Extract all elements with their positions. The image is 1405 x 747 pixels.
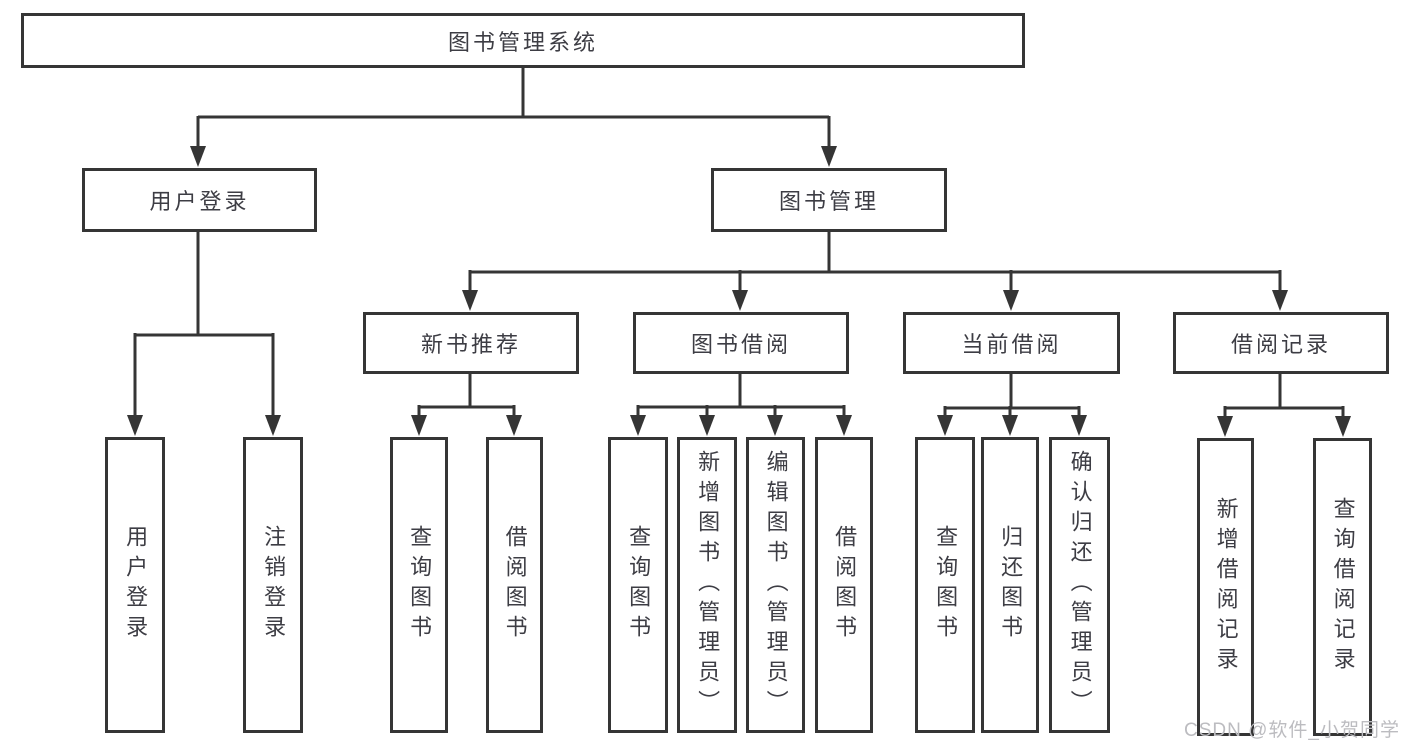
leaf-br-add-record: 新增借阅记录 xyxy=(1197,438,1254,736)
leaf-user-login-label: 用户登录 xyxy=(123,525,149,645)
edges-borrow-record-children xyxy=(1217,373,1351,437)
csdn-watermark: CSDN @软件_小贺同学 xyxy=(1184,720,1400,741)
node-new-book-recommend-label: 新书推荐 xyxy=(420,332,521,357)
leaf-cb-return-book: 归还图书 xyxy=(981,437,1039,733)
leaf-bb-borrow-book: 借阅图书 xyxy=(815,437,873,733)
node-book-borrow: 图书借阅 xyxy=(633,312,849,374)
leaf-cb-query-book-label: 查询图书 xyxy=(933,525,959,645)
leaf-br-query-record-label: 查询借阅记录 xyxy=(1330,497,1356,677)
node-book-management: 图书管理 xyxy=(711,168,947,232)
node-book-borrow-label: 图书借阅 xyxy=(690,332,791,357)
leaf-bb-edit-book-admin-label: 编辑图书（管理员） xyxy=(763,450,789,720)
node-current-borrow: 当前借阅 xyxy=(903,312,1120,374)
leaf-cb-confirm-return-admin-label: 确认归还（管理员） xyxy=(1067,450,1093,720)
edges-new-book-recommend-children xyxy=(411,373,522,436)
node-current-borrow-label: 当前借阅 xyxy=(961,332,1062,357)
leaf-bb-add-book-admin: 新增图书（管理员） xyxy=(677,437,737,733)
node-root: 图书管理系统 xyxy=(21,13,1025,68)
leaf-cb-return-book-label: 归还图书 xyxy=(998,525,1024,645)
leaf-br-query-record: 查询借阅记录 xyxy=(1313,438,1372,736)
leaf-br-add-record-label: 新增借阅记录 xyxy=(1213,497,1239,677)
node-book-management-label: 图书管理 xyxy=(778,189,879,214)
node-borrow-record: 借阅记录 xyxy=(1173,312,1389,374)
leaf-nbr-query-book: 查询图书 xyxy=(390,437,448,733)
leaf-logout-login: 注销登录 xyxy=(243,437,303,733)
leaf-nbr-borrow-book-label: 借阅图书 xyxy=(502,525,528,645)
node-root-label: 图书管理系统 xyxy=(447,29,598,55)
leaf-user-login: 用户登录 xyxy=(105,437,165,733)
node-new-book-recommend: 新书推荐 xyxy=(363,312,579,374)
node-borrow-record-label: 借阅记录 xyxy=(1230,332,1331,357)
leaf-nbr-borrow-book: 借阅图书 xyxy=(486,437,543,733)
leaf-cb-confirm-return-admin: 确认归还（管理员） xyxy=(1049,437,1110,733)
leaf-bb-borrow-book-label: 借阅图书 xyxy=(832,525,858,645)
leaf-cb-query-book: 查询图书 xyxy=(915,437,975,733)
node-user-login-label: 用户登录 xyxy=(149,189,250,214)
leaf-bb-edit-book-admin: 编辑图书（管理员） xyxy=(746,437,805,733)
node-user-login: 用户登录 xyxy=(82,168,317,232)
edges-book-management-children xyxy=(462,231,1288,311)
leaf-bb-query-book-label: 查询图书 xyxy=(626,525,652,645)
edges-current-borrow-children xyxy=(937,373,1087,436)
edges-root-to-level2 xyxy=(190,66,837,167)
leaf-bb-query-book: 查询图书 xyxy=(608,437,668,733)
leaf-logout-login-label: 注销登录 xyxy=(261,525,287,645)
leaf-bb-add-book-admin-label: 新增图书（管理员） xyxy=(695,450,721,720)
edges-book-borrow-children xyxy=(630,373,852,436)
leaf-nbr-query-book-label: 查询图书 xyxy=(407,525,433,645)
edges-user-login-children xyxy=(127,231,281,436)
